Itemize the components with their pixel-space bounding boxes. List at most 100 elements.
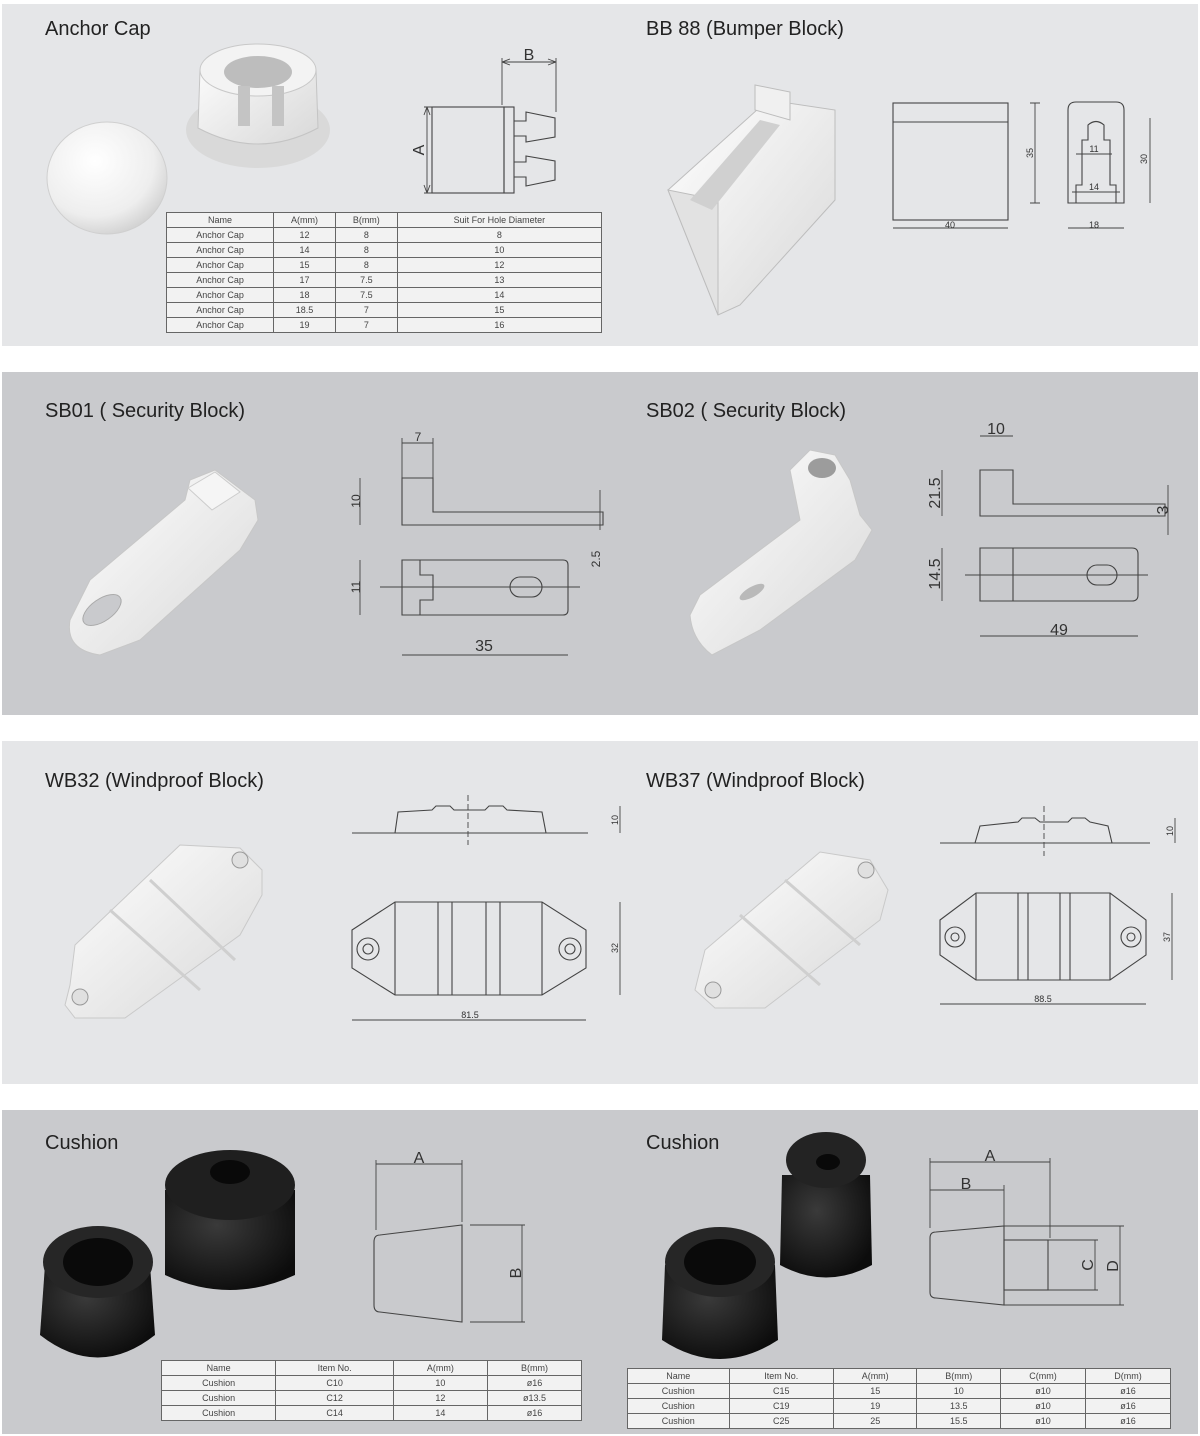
table-cell: 7	[334, 317, 398, 333]
table-cell: C14	[275, 1405, 394, 1421]
anchor-cap-title: Anchor Cap	[45, 18, 151, 40]
table-cell: ø16	[1084, 1398, 1172, 1414]
table-header-cell: Name	[627, 1368, 730, 1384]
table-cell: ø16	[1084, 1413, 1172, 1429]
dim-height: 21.5	[927, 477, 944, 508]
sb02-title: SB02 ( Security Block)	[646, 400, 847, 422]
table-cell: 18.5	[273, 302, 336, 318]
wb37-drawing: 10 37 88.5	[939, 806, 1176, 1005]
table-cell: 8	[334, 242, 398, 258]
dim-profile-height: 30	[1139, 154, 1149, 164]
bb88-title: BB 88 (Bumper Block)	[646, 18, 844, 40]
cushion-left-photo	[40, 1150, 295, 1358]
table-cell: 14	[392, 1405, 488, 1421]
table-cell: 8	[334, 227, 398, 243]
table-header-cell: B(mm)	[486, 1360, 583, 1376]
dim-inner-bottom: 14	[1089, 182, 1099, 192]
table-cell: 14	[396, 287, 603, 303]
dim-length: 88.5	[1034, 994, 1052, 1004]
table-header-cell: Suit For Hole Diameter	[396, 212, 603, 228]
dim-base: 18	[1089, 220, 1099, 230]
dim-height: 35	[1025, 148, 1035, 158]
table-cell: Cushion	[160, 1375, 277, 1391]
table-header-cell: A(mm)	[832, 1368, 918, 1384]
table-header-cell: Item No.	[275, 1360, 394, 1376]
dim-height: 10	[349, 494, 363, 508]
dim-d: D	[1105, 1260, 1122, 1272]
wb32-drawing: 10 32 81.5	[351, 795, 621, 1021]
table-cell: Anchor Cap	[165, 242, 275, 258]
table-cell: 17	[273, 272, 336, 288]
table-header-cell: Name	[165, 212, 275, 228]
table-cell: C25	[728, 1413, 834, 1429]
table-cell: C15	[728, 1383, 834, 1399]
table-cell: Cushion	[160, 1390, 277, 1406]
table-cell: 10	[396, 242, 603, 258]
dim-length: 81.5	[461, 1010, 479, 1020]
table-cell: 10	[392, 1375, 488, 1391]
table-cell: 13	[396, 272, 603, 288]
dim-c: C	[1080, 1259, 1097, 1271]
dim-width: 14.5	[927, 558, 944, 589]
table-cell: Anchor Cap	[165, 227, 275, 243]
dim-width: 11	[349, 580, 363, 593]
table-cell: C19	[728, 1398, 834, 1414]
dim-a: A	[414, 1150, 425, 1167]
table-cell: 16	[396, 317, 603, 333]
bb88-drawing: 35 40 30 11 14 18	[892, 101, 1151, 230]
table-cell: 15	[396, 302, 603, 318]
table-header-cell: D(mm)	[1084, 1368, 1172, 1384]
table-cell: Cushion	[627, 1413, 730, 1429]
table-cell: ø16	[486, 1405, 583, 1421]
bb88-photo	[667, 84, 836, 316]
table-header-cell: A(mm)	[273, 212, 336, 228]
table-cell: Anchor Cap	[165, 287, 275, 303]
dim-length: 49	[1050, 622, 1068, 639]
table-cell: 12	[396, 257, 603, 273]
table-cell: Cushion	[627, 1398, 730, 1414]
table-cell: 12	[392, 1390, 488, 1406]
table-cell: 13.5	[916, 1398, 1001, 1414]
cushion-left-drawing: A B	[373, 1150, 525, 1323]
sb01-photo	[68, 469, 259, 656]
table-header-cell: Item No.	[728, 1368, 834, 1384]
anchor-cap-disc-photo	[46, 121, 168, 235]
table-cell: Cushion	[627, 1383, 730, 1399]
table-cell: 15	[273, 257, 336, 273]
table-cell: 25	[832, 1413, 918, 1429]
sb02-photo	[689, 449, 873, 656]
dim-width: 32	[610, 943, 620, 953]
table-cell: 18	[273, 287, 336, 303]
dim-b: B	[961, 1176, 972, 1193]
table-cell: C12	[275, 1390, 394, 1406]
table-cell: 15.5	[916, 1413, 1001, 1429]
dim-a: A	[985, 1148, 996, 1165]
anchor-cap-drawing: A B	[411, 47, 557, 194]
dim-length: 35	[475, 638, 493, 655]
table-cell: ø13.5	[486, 1390, 583, 1406]
table-header-cell: B(mm)	[916, 1368, 1001, 1384]
sb01-drawing: 7 10 2.5 11 35	[349, 430, 604, 656]
anchor-cap-plug-photo	[186, 43, 330, 168]
sb02-drawing: 10 21.5 3 14.5 49	[927, 421, 1172, 639]
table-header-cell: C(mm)	[999, 1368, 1086, 1384]
table-header-cell: Name	[160, 1360, 277, 1376]
dim-a: A	[411, 144, 428, 155]
table-cell: 15	[832, 1383, 918, 1399]
wb37-title: WB37 (Windproof Block)	[646, 770, 865, 792]
dim-height: 10	[1165, 826, 1175, 836]
